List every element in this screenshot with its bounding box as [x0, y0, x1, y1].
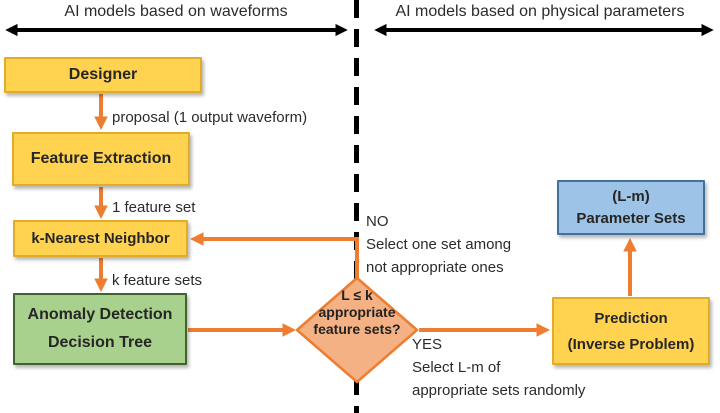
- branch-yes-line2: appropriate sets randomly: [412, 382, 586, 399]
- decision-line3: feature sets?: [313, 320, 401, 337]
- node-feature-extraction-label: Feature Extraction: [30, 150, 172, 167]
- edge-label-k-feature-sets: k feature sets: [112, 272, 203, 289]
- node-knn-label: k-Nearest Neighbor: [31, 230, 170, 247]
- parameter-sets-count-label: (L-m): [612, 188, 650, 206]
- branch-no-annotation: NO Select one set among not appropriate …: [366, 210, 511, 279]
- node-k-nearest-neighbor: k-Nearest Neighbor: [13, 220, 188, 257]
- parameter-sets-label: Parameter Sets: [576, 209, 686, 227]
- edge-label-proposal: proposal (1 output waveform): [112, 109, 308, 126]
- decision-diamond-text: L ≤ k appropriate feature sets?: [297, 284, 417, 340]
- node-feature-extraction: Feature Extraction: [12, 132, 190, 186]
- branch-no-line1: Select one set among: [366, 236, 512, 253]
- inverse-problem-label: (Inverse Problem): [567, 335, 695, 353]
- decision-line2: appropriate: [318, 303, 396, 320]
- node-designer-label: Designer: [68, 66, 138, 83]
- header-physical-parameters: AI models based on physical parameters: [395, 3, 685, 20]
- edge-label-one-feature-set: 1 feature set: [112, 199, 196, 216]
- node-parameter-sets: (L-m) Parameter Sets: [557, 180, 705, 235]
- arrow-decision-no-to-knn: [189, 232, 359, 279]
- branch-yes-annotation: YES Select L-m of appropriate sets rando…: [412, 333, 585, 402]
- decision-diamond: [295, 276, 419, 384]
- header-waveforms: AI models based on waveforms: [64, 3, 288, 20]
- center-dashed-divider: [354, 0, 359, 413]
- decision-line1: L ≤ k: [341, 286, 373, 303]
- branch-no-line2: not appropriate ones: [366, 259, 504, 276]
- anomaly-detection-label: Anomaly Detection: [27, 306, 173, 323]
- node-prediction: Prediction (Inverse Problem): [552, 297, 710, 365]
- branch-yes-title: YES: [412, 336, 443, 353]
- branch-no-title: NO: [366, 213, 389, 230]
- node-anomaly-detection-decision-tree: Anomaly Detection Decision Tree: [13, 293, 187, 365]
- branch-yes-line1: Select L-m of: [412, 359, 501, 376]
- decision-tree-label: Decision Tree: [47, 334, 153, 351]
- node-designer: Designer: [4, 57, 202, 93]
- prediction-label: Prediction: [594, 309, 668, 327]
